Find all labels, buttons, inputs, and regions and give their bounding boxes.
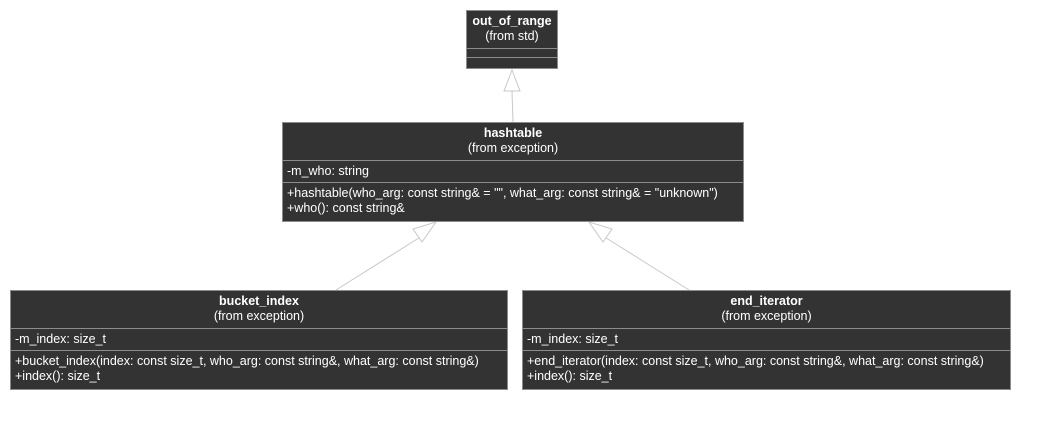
attributes-section [467, 48, 557, 57]
operation: +hashtable(who_arg: const string& = "", … [287, 186, 718, 200]
class-package: (from exception) [467, 141, 559, 155]
attributes-section: -m_index: size_t [11, 328, 507, 350]
class-package: (from std) [485, 29, 539, 43]
class-package: (from exception) [213, 309, 305, 323]
class-name: hashtable [483, 126, 543, 140]
class-name: bucket_index [219, 294, 299, 308]
edge-bucket_index-hashtable [335, 235, 423, 291]
generalization-arrowhead [503, 68, 521, 92]
class-header: out_of_range (from std) [467, 11, 557, 48]
operation: +index(): size_t [15, 369, 101, 383]
operation: +who(): const string& [287, 201, 405, 215]
attribute: -m_index: size_t [15, 332, 107, 346]
edge-end_iterator-hashtable [602, 235, 690, 291]
operations-section [467, 57, 557, 66]
class-name: end_iterator [730, 294, 803, 308]
operation: +index(): size_t [527, 369, 613, 383]
class-bucket-index[interactable]: bucket_index (from exception) -m_index: … [10, 290, 508, 390]
attribute: -m_index: size_t [527, 332, 619, 346]
operation: +end_iterator(index: const size_t, who_a… [527, 354, 984, 368]
operation: +bucket_index(index: const size_t, who_a… [15, 354, 479, 368]
operations-section: +bucket_index(index: const size_t, who_a… [11, 350, 507, 387]
class-header: bucket_index (from exception) [11, 291, 507, 328]
class-end-iterator[interactable]: end_iterator (from exception) -m_index: … [522, 290, 1011, 390]
attributes-section: -m_who: string [283, 160, 743, 182]
class-header: end_iterator (from exception) [523, 291, 1010, 328]
class-header: hashtable (from exception) [283, 123, 743, 160]
class-hashtable[interactable]: hashtable (from exception) -m_who: strin… [282, 122, 744, 222]
edge-hashtable-out_of_range [511, 90, 514, 123]
generalization-arrowhead [587, 221, 613, 243]
operations-section: +hashtable(who_arg: const string& = "", … [283, 182, 743, 219]
attributes-section: -m_index: size_t [523, 328, 1010, 350]
class-name: out_of_range [472, 14, 552, 28]
generalization-arrowhead [412, 221, 438, 243]
class-package: (from exception) [721, 309, 812, 323]
operations-section: +end_iterator(index: const size_t, who_a… [523, 350, 1010, 387]
class-out-of-range[interactable]: out_of_range (from std) [466, 10, 558, 69]
attribute: -m_who: string [287, 164, 369, 178]
